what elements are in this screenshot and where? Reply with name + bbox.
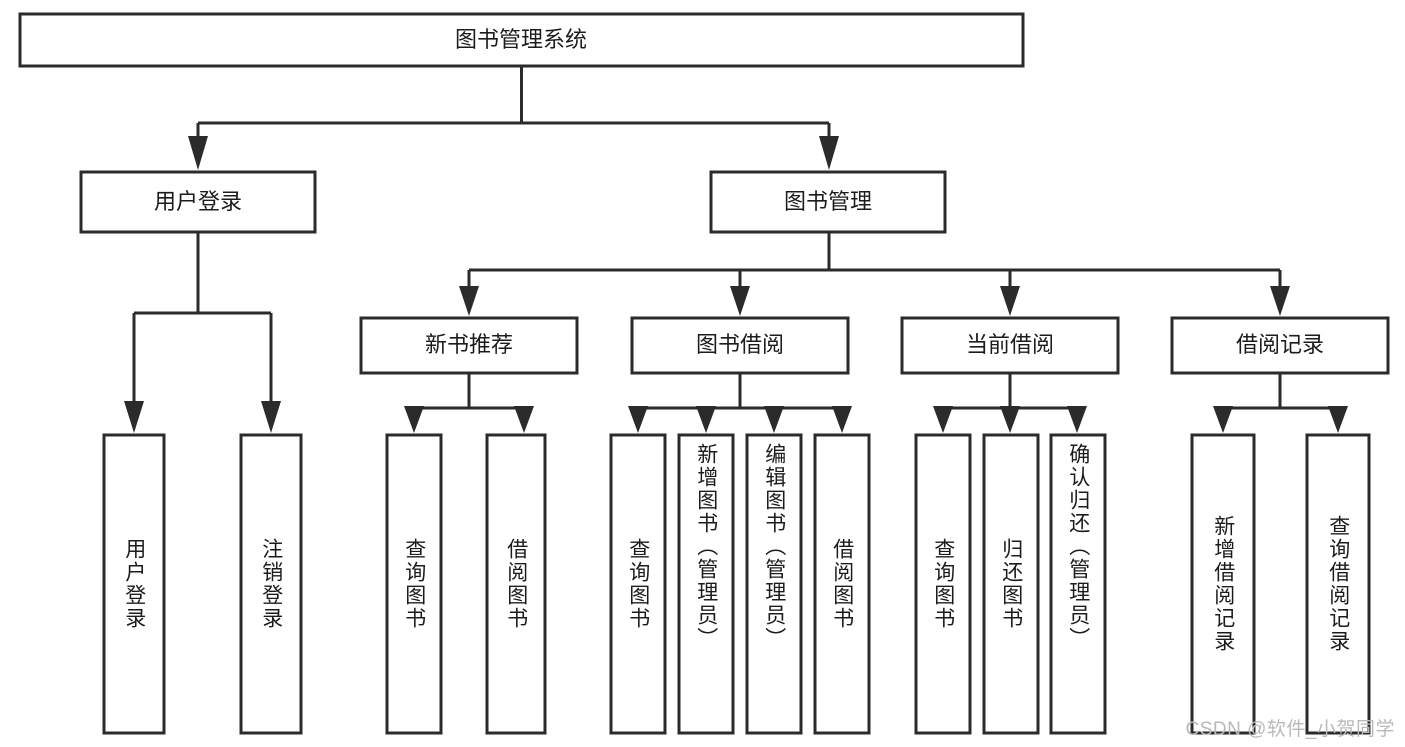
leaf-box-rec-query-record[interactable]	[1305, 433, 1371, 735]
arrowhead-leaf-user-login	[124, 401, 144, 433]
arrowhead-leaf-logout	[261, 401, 281, 433]
node-new-book-label: 新书推荐	[425, 332, 513, 357]
node-user-login-label: 用户登录	[154, 189, 242, 214]
leaf-box-user-login[interactable]	[102, 433, 166, 735]
arrowhead-nb-query	[404, 406, 424, 433]
leaf-box-nb-borrow-book[interactable]	[485, 433, 547, 735]
node-root-box[interactable]	[18, 12, 1025, 68]
leaf-box-cur-confirm-return[interactable]	[1049, 433, 1107, 735]
csdn-watermark: CSDN @软件_小贺同学	[1185, 719, 1395, 740]
arrowhead-newbook	[459, 286, 479, 316]
arrowhead-nb-borrow	[514, 406, 534, 433]
node-box-layer	[18, 12, 1390, 735]
arrowhead-cur-return	[1000, 406, 1020, 433]
leaf-box-bk-add-book[interactable]	[677, 433, 735, 735]
leaf-box-cur-query-book[interactable]	[914, 433, 972, 735]
leaf-box-logout[interactable]	[239, 433, 303, 735]
node-root-label: 图书管理系统	[455, 27, 587, 52]
arrowhead-borrow	[730, 286, 750, 316]
node-book-mgmt-box[interactable]	[709, 170, 947, 234]
arrowhead-bk-query	[628, 406, 648, 433]
leaf-box-bk-edit-book[interactable]	[745, 433, 803, 735]
arrowhead-rec-add	[1213, 406, 1233, 433]
leaf-box-cur-return-book[interactable]	[982, 433, 1040, 735]
leaf-box-bk-query-book[interactable]	[609, 433, 667, 735]
node-book-borrow-box[interactable]	[630, 316, 850, 375]
node-book-mgmt-label: 图书管理	[784, 189, 872, 214]
arrowhead-cur-confirm	[1067, 406, 1087, 433]
node-borrow-records-box[interactable]	[1170, 316, 1390, 375]
connector-layer	[124, 66, 1348, 433]
leaf-box-rec-add-record[interactable]	[1190, 433, 1256, 735]
node-current-borrow-box[interactable]	[900, 316, 1120, 375]
arrowhead-bk-add	[696, 406, 716, 433]
arrowhead-bk-edit	[764, 406, 784, 433]
node-borrow-records-label: 借阅记录	[1236, 332, 1324, 357]
horizontal-label-layer: 图书管理系统 用户登录 图书管理 新书推荐 图书借阅 当前借阅 借阅记录	[154, 27, 1324, 357]
arrowhead-bk-borrow	[832, 406, 852, 433]
arrowhead-user-login	[188, 136, 208, 170]
node-book-borrow-label: 图书借阅	[696, 332, 784, 357]
leaf-box-nb-query-book[interactable]	[385, 433, 443, 735]
leaf-box-bk-borrow-book[interactable]	[813, 433, 871, 735]
arrowhead-book-mgmt	[819, 136, 839, 170]
arrowhead-cur-query	[933, 406, 953, 433]
node-user-login-box[interactable]	[79, 170, 317, 234]
arrowhead-rec-query	[1328, 406, 1348, 433]
arrowhead-current	[1000, 286, 1020, 316]
node-current-borrow-label: 当前借阅	[966, 332, 1054, 357]
node-new-book-box[interactable]	[359, 316, 579, 375]
arrowhead-records	[1270, 286, 1290, 316]
